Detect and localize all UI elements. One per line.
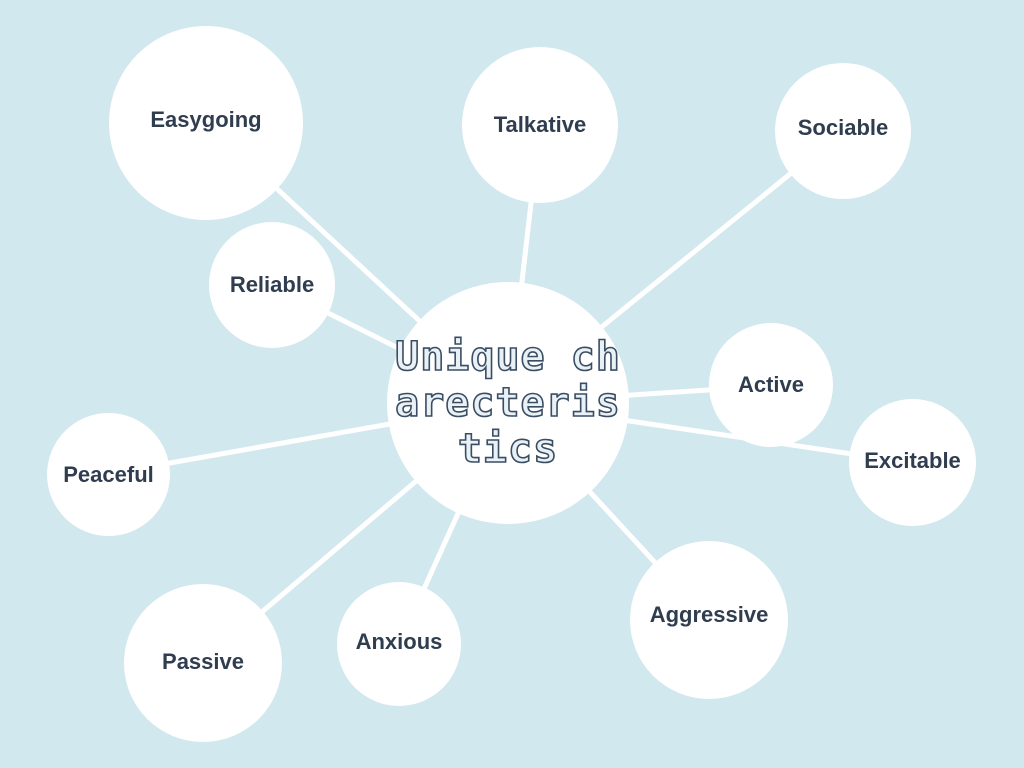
label-sociable: Sociable [797, 115, 889, 140]
bubble-excitable: Excitable [849, 399, 976, 526]
label-peaceful: Peaceful [63, 461, 154, 487]
bubble-sociable: Sociable [775, 63, 911, 199]
label-excitable: Excitable [864, 447, 961, 473]
label-active: Active [737, 372, 805, 397]
bubble-peaceful: Peaceful [47, 413, 170, 536]
bubble-talkative: Talkative [462, 47, 618, 203]
bubble-anxious: Anxious [337, 582, 461, 706]
label-reliable: Reliable [229, 272, 315, 297]
bubble-active: Active [709, 323, 833, 447]
center-bubble: Unique charecteristics [387, 282, 629, 524]
bubble-reliable: Reliable [209, 222, 335, 348]
label-talkative: Talkative [493, 112, 587, 137]
bubble-easygoing: Easygoing [109, 26, 303, 220]
label-passive: Passive [162, 649, 244, 674]
label-anxious: Anxious [355, 629, 443, 654]
center-label: Unique charecteristics [394, 333, 621, 473]
bubble-passive: Passive [124, 584, 282, 742]
label-easygoing: Easygoing [150, 107, 262, 132]
bubble-aggressive: Aggressive [630, 541, 788, 699]
label-aggressive: Aggressive [649, 602, 769, 627]
